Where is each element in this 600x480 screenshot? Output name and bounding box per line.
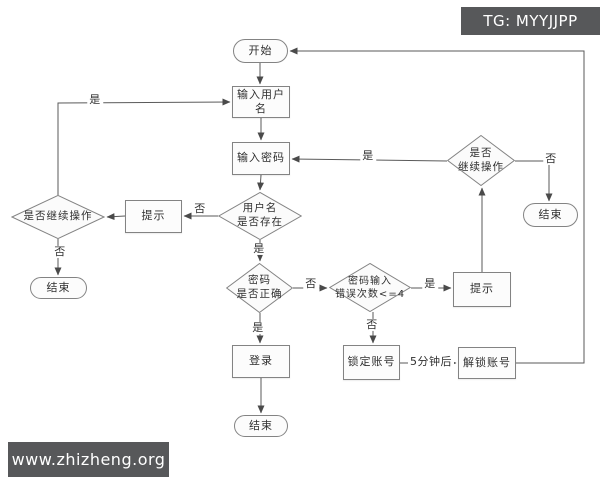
edge-label-continue-right-no: 否 [543, 151, 559, 166]
diamond-shape-icon [329, 263, 411, 312]
node-start-label: 开始 [248, 43, 273, 57]
node-password-correct-label: 密码 是否正确 [236, 274, 283, 300]
node-lock-account-label: 锁定账号 [347, 355, 396, 369]
node-unlock-account-label: 解锁账号 [463, 355, 511, 369]
node-end-right: 结束 [523, 203, 578, 227]
edge-label-after-5-minutes: 5分钟后 [408, 354, 454, 369]
edge-label-continue-left-no: 否 [52, 244, 68, 259]
node-end-bottom-label: 结束 [249, 418, 273, 432]
node-lock-account: 锁定账号 [343, 345, 400, 380]
edge-label-password-correct-no: 否 [303, 276, 319, 291]
node-continue-left-label: 是否继续操作 [23, 210, 93, 223]
node-prompt-right: 提示 [453, 272, 511, 307]
diamond-shape-icon [447, 135, 515, 186]
node-login-label: 登录 [249, 354, 273, 368]
site-watermark-badge: www.zhizheng.org [8, 442, 169, 477]
node-end-right-label: 结束 [538, 207, 563, 221]
node-end-left-label: 结束 [46, 280, 71, 294]
node-continue-right-label: 是否 继续操作 [458, 146, 504, 173]
node-prompt-left: 提示 [125, 200, 182, 233]
node-error-count: 密码输入 错误次数<=4 [329, 263, 411, 312]
node-unlock-account: 解锁账号 [458, 347, 516, 379]
node-password-correct: 密码 是否正确 [226, 263, 293, 313]
diamond-shape-icon [11, 195, 105, 239]
node-input-password-label: 输入密码 [237, 151, 285, 165]
node-input-password: 输入密码 [232, 142, 290, 175]
edge-label-username-exists-no: 否 [192, 201, 208, 216]
edge-label-continue-left-yes: 是 [87, 92, 103, 107]
edge-label-password-correct-yes: 是 [250, 320, 266, 335]
tg-watermark-badge: TG: MYYJJPP [461, 7, 600, 35]
edge-label-error-count-yes: 是 [422, 276, 438, 291]
node-input-username-label: 输入用户名 [237, 87, 285, 115]
node-login: 登录 [232, 345, 290, 378]
edge-label-error-count-no: 否 [364, 317, 380, 332]
node-end-bottom: 结束 [234, 415, 288, 437]
node-input-username: 输入用户名 [232, 86, 290, 118]
edge-label-continue-right-yes: 是 [360, 148, 376, 163]
diamond-shape-icon [218, 192, 302, 240]
diamond-shape-icon [226, 263, 293, 313]
node-continue-right: 是否 继续操作 [447, 135, 515, 186]
node-continue-left: 是否继续操作 [11, 195, 105, 239]
edge-label-username-exists-yes: 是 [251, 241, 267, 256]
node-end-left: 结束 [30, 277, 87, 299]
node-prompt-left-label: 提示 [141, 209, 166, 223]
node-start: 开始 [233, 39, 288, 63]
node-username-exists: 用户名 是否存在 [218, 192, 302, 240]
node-username-exists-label: 用户名 是否存在 [237, 202, 283, 228]
node-error-count-label: 密码输入 错误次数<=4 [334, 275, 406, 300]
node-prompt-right-label: 提示 [470, 282, 494, 296]
